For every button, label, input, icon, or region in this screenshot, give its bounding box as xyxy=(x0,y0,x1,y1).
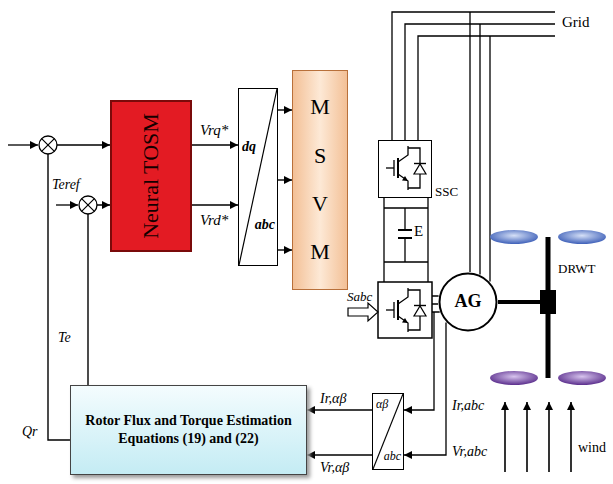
signal-connector xyxy=(192,204,238,205)
transform-diagonal xyxy=(373,394,403,469)
signal-name: Sabc xyxy=(347,290,372,304)
transform-outline xyxy=(239,89,277,265)
grid-line xyxy=(392,12,555,140)
turbine-blade xyxy=(558,230,606,244)
summing-cross xyxy=(82,199,95,212)
turbine-name: DRWT xyxy=(558,262,596,276)
signal-connector xyxy=(278,109,292,110)
estimation-title: Rotor Flux and Torque Estimation Equatio… xyxy=(77,412,300,448)
wind-name: wind xyxy=(578,440,606,455)
signal-name: Te xyxy=(58,330,71,345)
controller-block: Neural TOSM xyxy=(110,100,192,252)
estimation-block: Rotor Flux and Torque Estimation Equatio… xyxy=(70,385,307,475)
turbine-hub xyxy=(540,290,556,314)
alphabeta-abc-transform: αβ abc xyxy=(372,393,404,470)
converter-name: SSC xyxy=(435,185,458,199)
turbine-blade xyxy=(490,371,538,385)
generator-circle: AG xyxy=(438,272,498,332)
reference-input-arrow xyxy=(56,204,78,205)
axis-label: abc xyxy=(255,217,275,232)
signal-connector xyxy=(192,144,238,145)
component-name: E xyxy=(414,223,423,240)
controller-title: Neural TOSM xyxy=(138,113,164,239)
signal-name: Vr,abc xyxy=(452,444,487,459)
wind-arrow xyxy=(526,402,528,472)
rotor-side-converter xyxy=(378,282,432,338)
reference-input-arrow xyxy=(8,144,38,145)
signal-name: Vr,αβ xyxy=(320,460,349,475)
current-tap-line xyxy=(404,312,434,410)
grid-side-converter: SSC xyxy=(378,140,432,198)
turbine-blade xyxy=(558,371,606,385)
signal-name: Ir,αβ xyxy=(320,391,346,406)
signal-name: Ir,abc xyxy=(452,398,484,413)
wind-arrow xyxy=(570,402,572,472)
wind-arrow xyxy=(504,402,506,472)
machine-circle xyxy=(440,274,497,331)
wind-arrow xyxy=(548,402,550,472)
turbine-blade xyxy=(490,230,538,244)
axis-label: abc xyxy=(384,450,401,463)
dq-abc-transform: dq abc xyxy=(238,88,278,266)
transform-diagonal xyxy=(239,89,277,265)
axis-label: αβ xyxy=(376,398,388,411)
signal-connector xyxy=(278,249,292,250)
stator-line xyxy=(470,12,490,282)
summing-junction xyxy=(39,136,57,154)
turbine-shaft xyxy=(498,300,540,304)
switching-signal-arrow xyxy=(348,303,378,321)
signal-connector xyxy=(278,179,292,180)
msvm-title: M S V M xyxy=(309,83,331,277)
signal-connector xyxy=(307,454,372,455)
grid-name: Grid xyxy=(562,14,590,31)
signal-connector xyxy=(88,205,110,385)
signal-name: Vrq* xyxy=(200,122,228,139)
igbt-symbol xyxy=(386,288,426,332)
voltage-tap-line xyxy=(404,322,446,455)
capacitor-symbol xyxy=(398,230,412,238)
signal-name: Vrd* xyxy=(200,212,228,229)
signal-name: Qr xyxy=(22,424,38,439)
dc-link-wire xyxy=(384,198,428,282)
summing-cross xyxy=(42,139,55,152)
signal-connector xyxy=(307,409,372,410)
axis-label: dq xyxy=(242,139,256,154)
signal-name: Teref xyxy=(52,177,80,192)
msvm-block: M S V M xyxy=(292,70,348,290)
generator-name: AG xyxy=(455,292,482,312)
igbt-symbol xyxy=(386,146,426,190)
summing-junction xyxy=(79,196,97,214)
rotor-wire xyxy=(432,296,440,312)
